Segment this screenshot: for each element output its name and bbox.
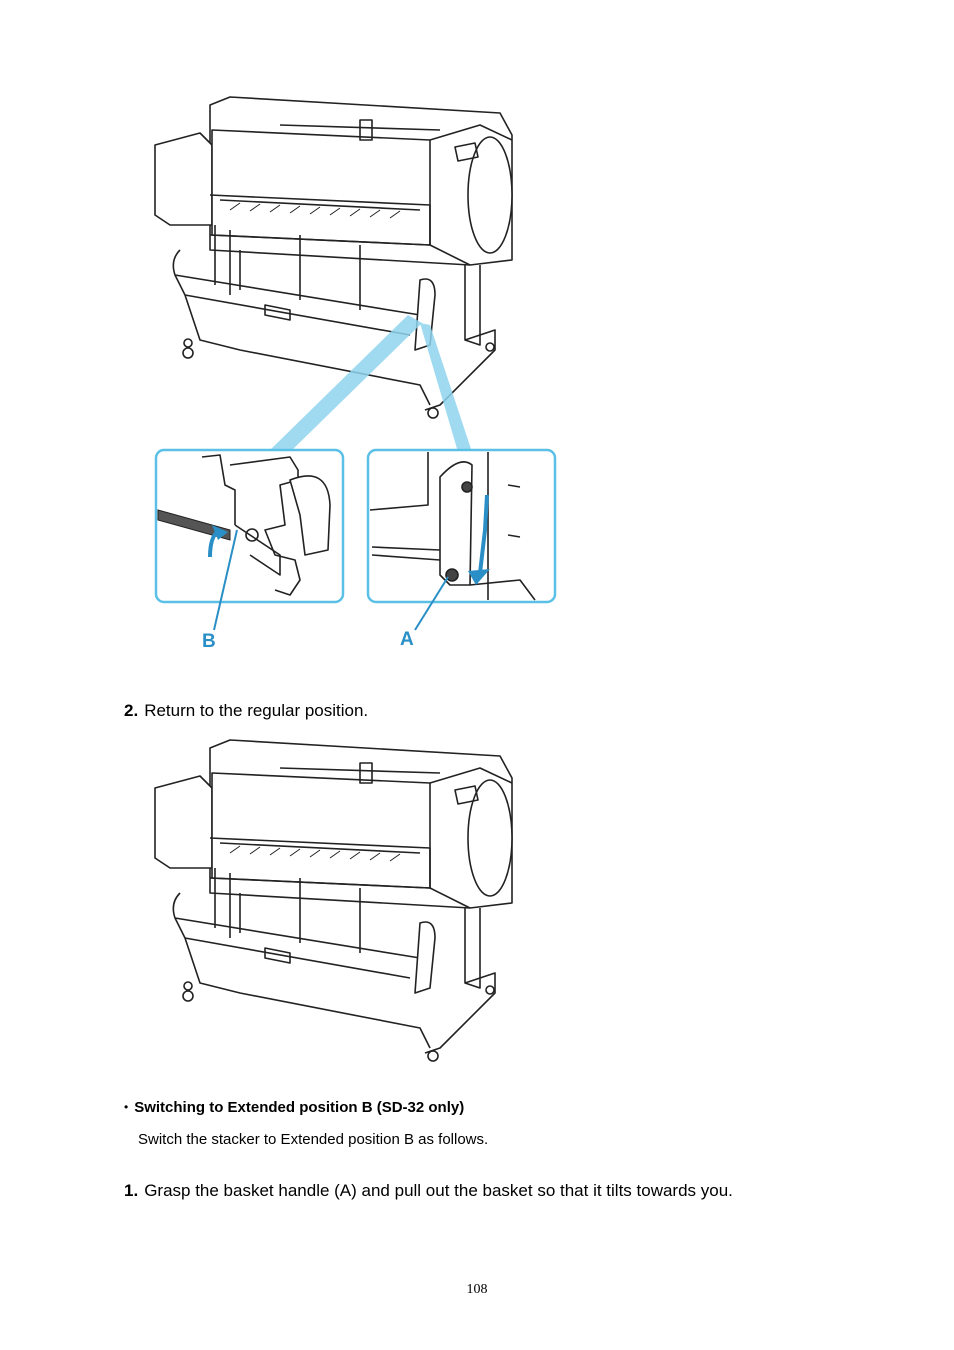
section-description: Switch the stacker to Extended position … <box>138 1131 489 1148</box>
step-2-text: Return to the regular position. <box>144 701 369 720</box>
step-1-text: Grasp the basket handle (A) and pull out… <box>144 1181 733 1200</box>
label-a: A <box>400 629 414 650</box>
step-2: 2. Return to the regular position. <box>124 701 368 721</box>
printer-stacker-illustration-with-callouts: B A <box>154 96 557 652</box>
bullet-dot-icon: • <box>124 1100 129 1114</box>
page-number: 108 <box>466 1282 488 1297</box>
printer-regular-position-illustration <box>154 739 513 1062</box>
step-2-number: 2. <box>124 701 139 720</box>
step-1-number: 1. <box>124 1181 139 1200</box>
step-1: 1. Grasp the basket handle (A) and pull o… <box>124 1181 733 1201</box>
section-heading-extended-position-b: •Switching to Extended position B (SD-32… <box>124 1099 465 1116</box>
label-b: B <box>202 631 216 652</box>
